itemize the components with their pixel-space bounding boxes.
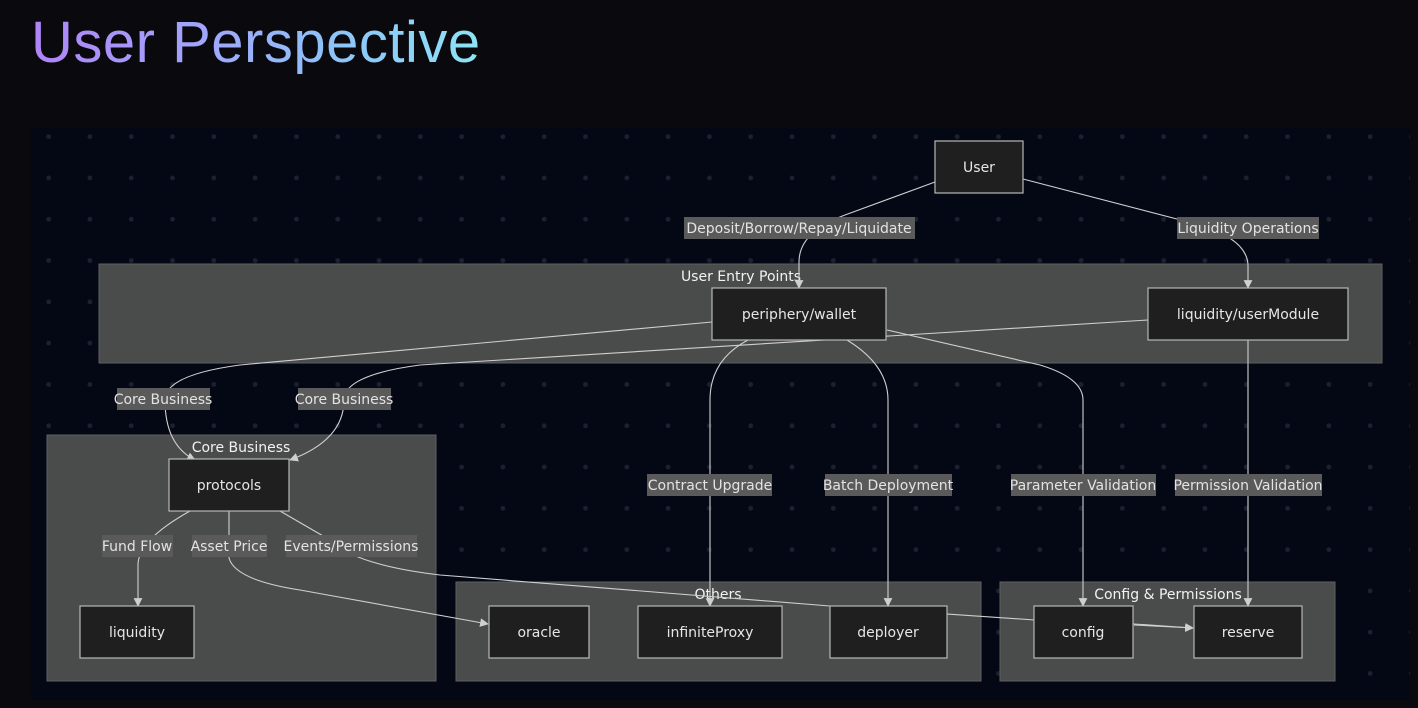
node-oracle[interactable]: oracle: [488, 605, 590, 659]
svg-text:reserve: reserve: [1222, 625, 1275, 641]
node-protocols[interactable]: protocols: [168, 458, 290, 512]
svg-text:User: User: [963, 160, 995, 176]
edge-label: Fund Flow: [102, 535, 173, 557]
svg-text:config: config: [1062, 625, 1105, 641]
edge-wallet-deployer: [846, 339, 893, 607]
edge-label: Events/Permissions: [284, 535, 419, 557]
svg-text:Core Business: Core Business: [295, 392, 394, 408]
svg-text:oracle: oracle: [517, 625, 560, 641]
svg-text:deployer: deployer: [857, 625, 919, 641]
edge-label: Core Business: [295, 388, 394, 410]
edge-label: Liquidity Operations: [1177, 217, 1319, 239]
edge-protocols-oracle: [228, 511, 489, 627]
node-reserve[interactable]: reserve: [1193, 605, 1303, 659]
svg-text:Deposit/Borrow/Repay/Liquidate: Deposit/Borrow/Repay/Liquidate: [686, 221, 911, 237]
edge-label: Batch Deployment: [823, 474, 954, 496]
node-config[interactable]: config: [1033, 605, 1134, 659]
node-deployer[interactable]: deployer: [829, 605, 948, 659]
page-title: User Perspective: [31, 8, 481, 78]
svg-text:Batch Deployment: Batch Deployment: [823, 478, 954, 494]
node-periphery-wallet[interactable]: periphery/wallet: [711, 287, 887, 341]
svg-text:Permission Validation: Permission Validation: [1173, 478, 1322, 494]
edge-label: Contract Upgrade: [647, 474, 772, 496]
svg-text:Events/Permissions: Events/Permissions: [284, 539, 419, 555]
svg-text:Asset Price: Asset Price: [191, 539, 268, 555]
svg-text:protocols: protocols: [197, 478, 261, 494]
svg-text:liquidity: liquidity: [109, 625, 165, 641]
subgraph-title: Config & Permissions: [1094, 587, 1242, 603]
subgraph-title: User Entry Points: [681, 269, 801, 285]
svg-text:infiniteProxy: infiniteProxy: [667, 625, 754, 641]
node-liquidity-usermodule[interactable]: liquidity/userModule: [1147, 287, 1349, 341]
subgraph-title: Others: [694, 587, 741, 603]
edge-label: Parameter Validation: [1010, 474, 1156, 496]
svg-text:periphery/wallet: periphery/wallet: [742, 307, 857, 323]
edge-wallet-infiniteproxy: [705, 339, 749, 607]
edge-label: Permission Validation: [1173, 474, 1323, 496]
svg-text:Parameter Validation: Parameter Validation: [1010, 478, 1156, 494]
svg-text:Liquidity Operations: Liquidity Operations: [1177, 221, 1318, 237]
svg-text:Core Business: Core Business: [114, 392, 213, 408]
edge-wallet-config: [886, 329, 1088, 607]
svg-text:Fund Flow: Fund Flow: [102, 539, 172, 555]
edge-label: Core Business: [114, 388, 213, 410]
node-user[interactable]: User: [934, 140, 1024, 194]
edge-config-reserve: [1133, 623, 1194, 632]
edge-label: Asset Price: [191, 535, 268, 557]
svg-text:Contract Upgrade: Contract Upgrade: [648, 478, 773, 494]
node-liquidity[interactable]: liquidity: [79, 605, 195, 659]
edge-label: Deposit/Borrow/Repay/Liquidate: [684, 217, 915, 239]
subgraph-title: Core Business: [192, 440, 291, 456]
node-infiniteproxy[interactable]: infiniteProxy: [637, 605, 783, 659]
svg-text:liquidity/userModule: liquidity/userModule: [1177, 307, 1319, 323]
